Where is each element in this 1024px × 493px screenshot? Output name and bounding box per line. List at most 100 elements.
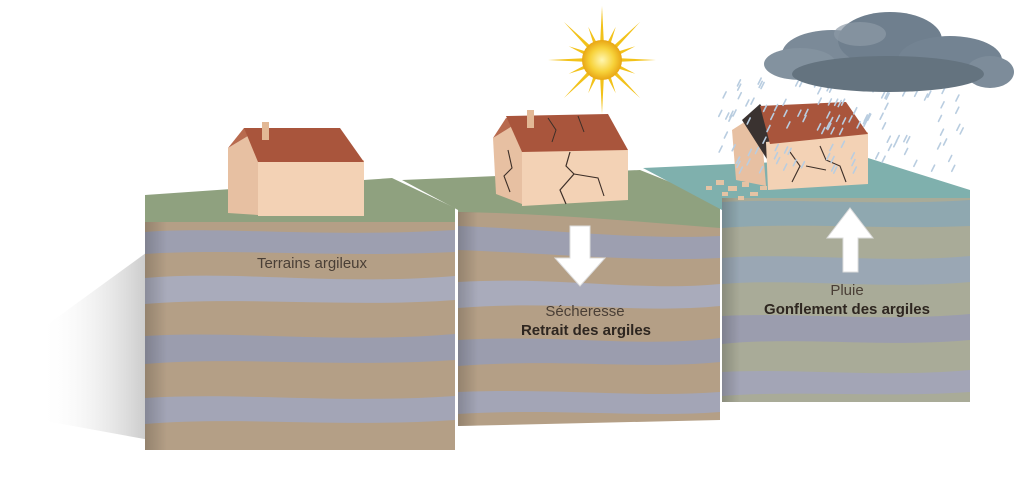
rain-drop [827, 98, 833, 106]
rain-drop [773, 103, 779, 112]
rain-drop [832, 166, 838, 174]
rain-drop [830, 164, 836, 172]
rain-drop [817, 87, 822, 95]
rain-drop [735, 156, 741, 165]
rain-drop [745, 99, 750, 107]
rain-drop [903, 147, 909, 156]
rain-drop [775, 156, 781, 165]
clay-layer [145, 334, 455, 364]
rain-drop [940, 101, 945, 109]
house-intact [228, 122, 364, 216]
rain-drop [930, 164, 936, 172]
chimney [527, 110, 534, 128]
rain-drop [829, 143, 834, 152]
rain-drop [782, 98, 787, 107]
debris [706, 180, 767, 200]
rain-drop [724, 112, 730, 120]
rain-drop [718, 145, 723, 153]
soil-block-rain [643, 158, 970, 402]
block-caption-drought: Retrait des argiles [521, 322, 651, 339]
rain-drop [856, 121, 861, 129]
sun-ray [600, 6, 604, 45]
rain-drop [862, 116, 868, 125]
rain-drop [939, 128, 945, 136]
clay-layer [722, 314, 970, 344]
rain-drop [787, 147, 792, 156]
rain-drop [722, 91, 727, 99]
down-arrow-icon [553, 225, 607, 287]
rain-drop [827, 122, 832, 131]
clay-layer [145, 230, 455, 254]
rain-drop [879, 112, 884, 121]
clay-layer [722, 370, 970, 396]
rain-drop [830, 155, 835, 164]
rain-drop [837, 99, 842, 108]
rain-drop [884, 91, 889, 100]
rain-drop [835, 114, 841, 123]
rain-drop [762, 104, 768, 113]
rain-drop [773, 151, 779, 160]
rain-drop [760, 81, 765, 90]
rain-drop [874, 151, 880, 160]
rain-drop [750, 97, 755, 105]
rain-drop [838, 127, 844, 136]
rain-drop [880, 91, 886, 99]
sun-ray [611, 21, 641, 51]
rain-drop [841, 117, 847, 125]
soil-block-neutral [145, 178, 455, 450]
block-label-rain: Pluie [830, 282, 863, 299]
rain-drop [817, 97, 823, 105]
rain-drop [956, 123, 961, 132]
rain-drop [852, 166, 858, 174]
rain-drop [746, 158, 751, 166]
rain-drop [885, 92, 891, 100]
sun-ray [548, 58, 587, 62]
wall-crack [789, 145, 847, 183]
rain-drop [736, 79, 742, 87]
rain-drop [840, 140, 846, 149]
sun-ray [563, 21, 593, 51]
rain-drop [769, 112, 775, 121]
rain-drop [729, 110, 734, 119]
soil-block-drought [402, 170, 720, 426]
rain-drop [905, 135, 911, 144]
block-caption-rain: Gonflement des argiles [764, 301, 930, 318]
rain-drop [936, 142, 942, 150]
sun-ray [611, 69, 641, 99]
rain-drop [881, 155, 886, 164]
rain-drop [830, 127, 835, 135]
rain-drop [758, 165, 764, 174]
chimney [262, 122, 269, 140]
rain-drop [851, 158, 856, 167]
rain-drop [884, 102, 889, 111]
clay-layer [458, 280, 720, 309]
rain-drop [927, 90, 932, 98]
up-arrow-icon [825, 207, 875, 273]
rain-drop [731, 143, 736, 152]
wall-crack [573, 173, 605, 197]
rain-drop [738, 166, 744, 174]
sun-ray [563, 69, 593, 99]
rain-drop [959, 127, 964, 135]
rain-drop [947, 154, 953, 163]
rain-drop [794, 79, 800, 87]
rain-drop [804, 108, 809, 117]
rain-drop [782, 163, 788, 171]
rain-drop [852, 106, 858, 115]
rain-drop [766, 124, 771, 133]
rain-drop [736, 83, 742, 91]
rain-drop [825, 152, 831, 161]
rain-drop [866, 113, 872, 121]
house-cracked [493, 110, 628, 206]
rain-drop [863, 119, 868, 128]
rain-cloud-icon [717, 12, 1014, 174]
rain-drop [833, 98, 839, 107]
block-label-drought: Sécheresse [545, 303, 624, 320]
rain-drop [786, 121, 791, 129]
sun-ray [600, 75, 604, 114]
rain-drop [774, 143, 780, 152]
rain-drop [758, 80, 763, 89]
sun-icon [548, 6, 656, 114]
rain-drop [736, 160, 741, 169]
rain-drop [717, 109, 723, 118]
